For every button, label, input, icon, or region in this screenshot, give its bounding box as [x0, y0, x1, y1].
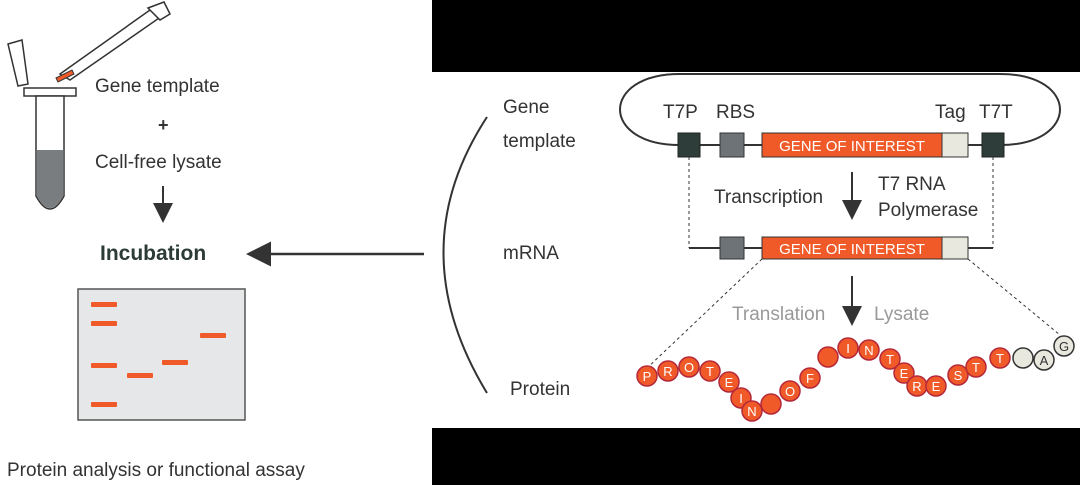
plasmid-loop	[619, 73, 1061, 146]
t7-rna-label: T7 RNA	[878, 174, 946, 195]
gel-band	[91, 363, 117, 368]
tag-bead	[1053, 335, 1075, 357]
gel-band	[91, 321, 117, 326]
protein-letter: R	[912, 379, 921, 394]
gel-band	[127, 373, 153, 378]
amino-acid-bead	[893, 362, 915, 384]
gel-band	[91, 302, 117, 307]
amino-acid-bead	[760, 393, 782, 415]
top-black-band	[432, 0, 1080, 72]
protein-letter: T	[706, 364, 714, 379]
t7p-box	[677, 132, 701, 158]
amino-acid-bead	[837, 337, 859, 359]
amino-acid-bead	[817, 346, 839, 368]
protein-letter: T	[996, 351, 1004, 366]
rbs-box	[719, 132, 745, 158]
protein-letter: N	[864, 343, 873, 358]
plus-sign: +	[158, 115, 169, 135]
translation-label: Translation	[732, 304, 825, 325]
protein-letter: I	[846, 341, 850, 356]
rbs-label: RBS	[716, 102, 755, 123]
amino-acid-bead	[741, 400, 763, 422]
protein-letter: I	[739, 391, 743, 406]
polymerase-label: Polymerase	[878, 200, 978, 221]
amino-acid-bead	[799, 367, 821, 389]
stage-protein-label: Protein	[510, 379, 570, 400]
amino-acid-bead	[718, 371, 740, 393]
protein-letter: E	[900, 366, 909, 381]
protein-letter: P	[643, 369, 652, 384]
amino-acid-bead	[965, 356, 987, 378]
incubation-label: Incubation	[100, 242, 206, 265]
pipette-icon	[55, 1, 171, 83]
protein-letter: G	[1059, 339, 1069, 354]
stage-bracket	[442, 116, 488, 394]
tag-label: Tag	[935, 102, 966, 123]
amino-acid-bead	[925, 375, 947, 397]
t7p-label: T7P	[663, 102, 698, 123]
amino-acid-bead	[879, 348, 901, 370]
protein-letter: O	[785, 384, 795, 399]
protein-letter: F	[806, 371, 814, 386]
mrna-tag-box	[941, 236, 969, 260]
lysate-right-label: Lysate	[874, 304, 929, 325]
gel-image	[77, 288, 246, 421]
footer-label: Protein analysis or functional assay	[7, 460, 305, 481]
gel-band	[91, 402, 117, 407]
gel-band	[200, 333, 226, 338]
gene-box-label: GENE OF INTEREST	[779, 138, 925, 155]
amino-acid-bead	[678, 356, 700, 378]
mrna-rbs-box	[719, 236, 745, 260]
protein-letter: O	[684, 360, 694, 375]
lysate-label: Cell-free lysate	[95, 152, 222, 173]
protein-letter: E	[932, 379, 941, 394]
bottom-black-band	[432, 428, 1080, 485]
protein-letter: T	[886, 352, 894, 367]
protein-letter: N	[747, 404, 756, 419]
gel-band	[162, 360, 188, 365]
t7t-box	[981, 132, 1005, 158]
amino-acid-bead	[636, 365, 658, 387]
stage-mrna-label: mRNA	[503, 243, 559, 264]
mrna-gene-box-label: GENE OF INTEREST	[779, 241, 925, 258]
protein-letter: S	[954, 368, 963, 383]
tag-bead	[1033, 349, 1055, 371]
amino-acid-bead	[779, 380, 801, 402]
protein-letter: E	[725, 375, 734, 390]
amino-acid-bead	[947, 364, 969, 386]
tag-bead	[1012, 347, 1034, 369]
protein-letter: T	[972, 360, 980, 375]
gene-template-label: Gene template	[95, 76, 220, 97]
amino-acid-bead	[657, 360, 679, 382]
transcription-label: Transcription	[714, 187, 823, 208]
amino-acid-bead	[989, 347, 1011, 369]
protein-letter: A	[1040, 353, 1049, 368]
tube-icon	[7, 39, 77, 210]
stage-gene-label: Gene	[503, 97, 549, 118]
protein-letter: R	[663, 364, 672, 379]
stage-template-label: template	[503, 131, 576, 152]
amino-acid-bead	[699, 360, 721, 382]
tag-box	[941, 132, 969, 158]
amino-acid-bead	[858, 339, 880, 361]
t7t-label: T7T	[979, 102, 1013, 123]
